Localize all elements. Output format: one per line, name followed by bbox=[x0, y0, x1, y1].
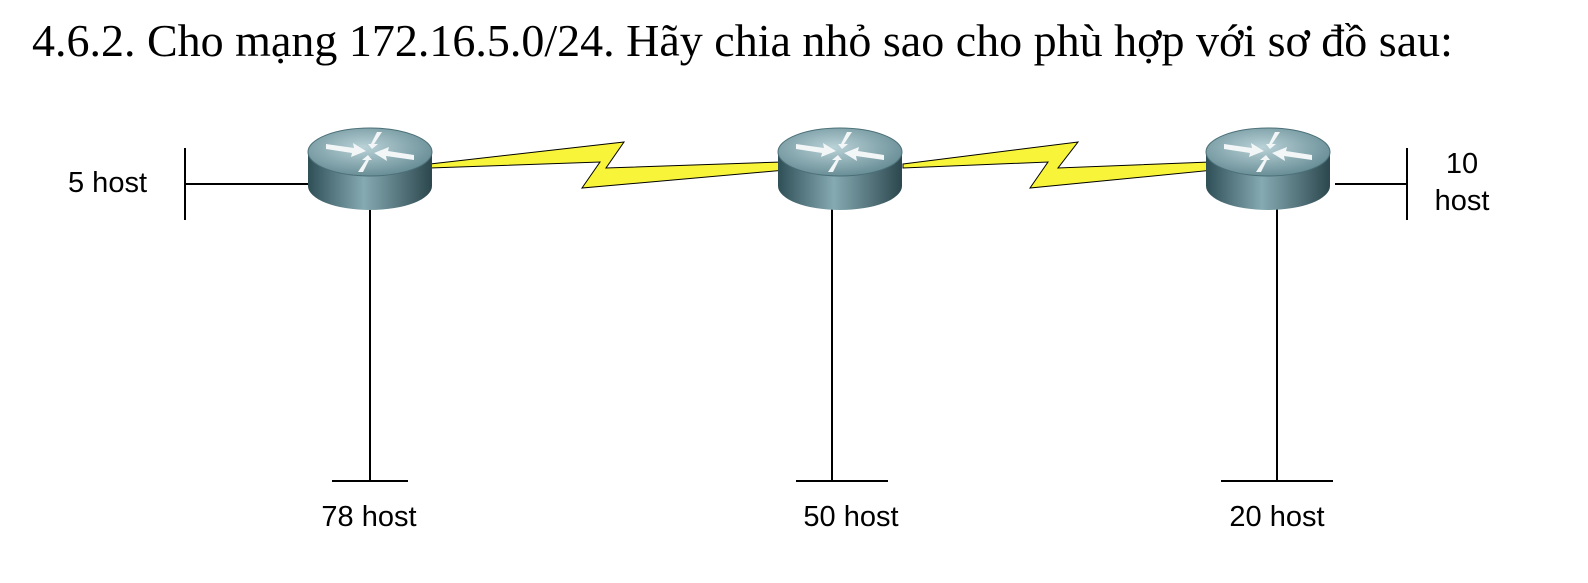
bottom-right-label: 20 host bbox=[1229, 501, 1324, 533]
ethernet-links bbox=[184, 148, 1408, 482]
right-lan-label-line2: host bbox=[1435, 185, 1490, 217]
right-lan-label-line1: 10 bbox=[1446, 148, 1478, 180]
serial-link-icon bbox=[902, 141, 1215, 189]
page-title: 4.6.2. Cho mạng 172.16.5.0/24. Hãy chia … bbox=[32, 15, 1453, 66]
router-icon bbox=[307, 127, 433, 211]
left-lan-label: 5 host bbox=[68, 167, 147, 199]
bottom-left-label: 78 host bbox=[321, 501, 416, 533]
router-icon bbox=[777, 127, 903, 211]
bottom-middle-label: 50 host bbox=[803, 501, 898, 533]
serial-link-icon bbox=[429, 141, 787, 189]
router-icon bbox=[1205, 127, 1331, 211]
